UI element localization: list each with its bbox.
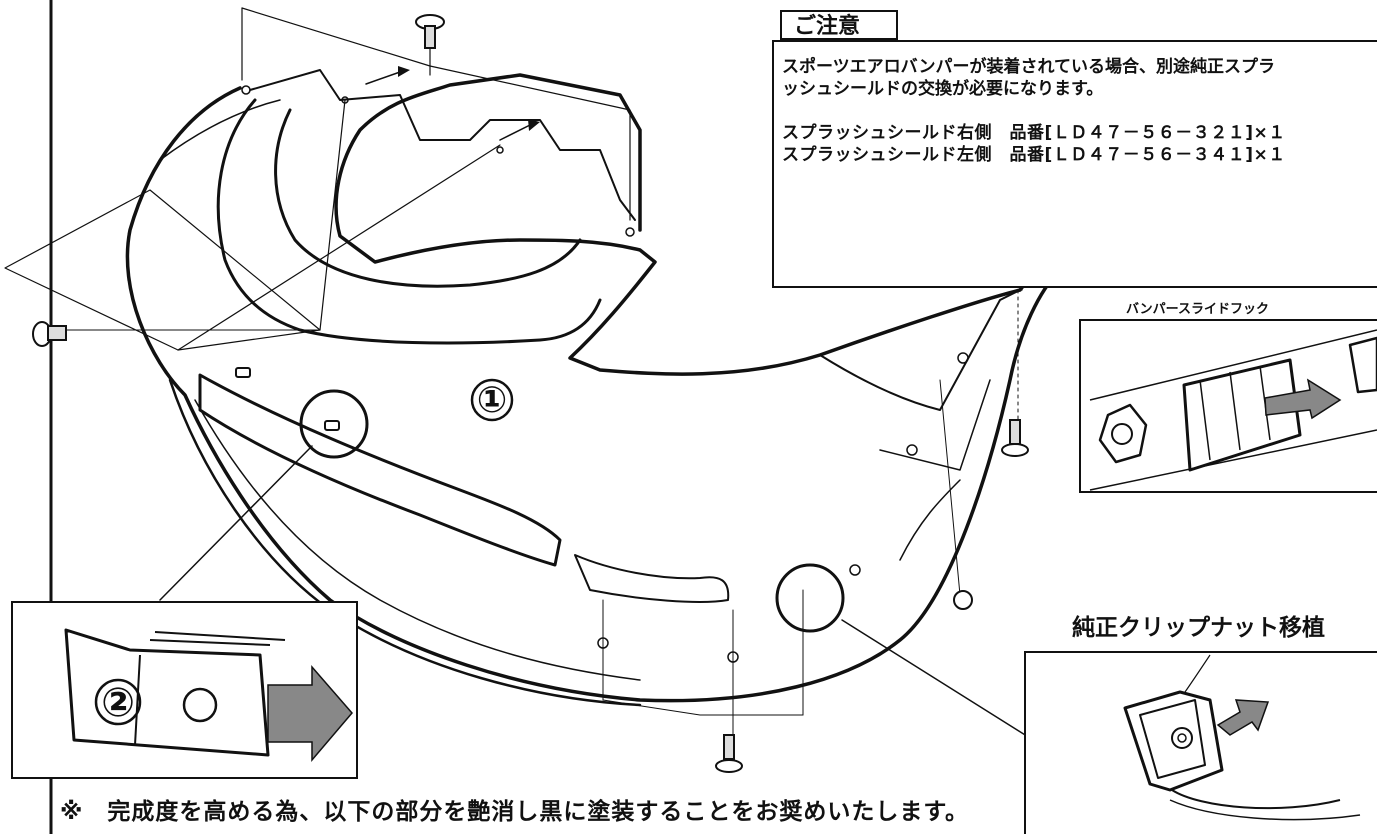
mount-hole	[235, 367, 251, 378]
leader-line-clip	[841, 619, 1031, 739]
slide-hook-drawing	[1089, 329, 1377, 491]
upper-opening-edge	[216, 98, 602, 345]
bumper-outline	[125, 73, 1062, 703]
callout-1-label: ①	[477, 380, 507, 421]
fastener-screw-bottom	[715, 734, 743, 773]
insert-bracket	[64, 628, 286, 757]
part-row-right: スプラッシュシールド右側 品番[ＬＤ４７－５６－３２１]×１	[782, 123, 1286, 143]
fastener-screw-top	[415, 14, 445, 49]
notice-title: ご注意	[780, 10, 898, 40]
clip-nut-drawing	[1123, 654, 1361, 821]
detail-circle-hole	[299, 389, 369, 459]
notice-text-line-2: ッシュシールドの交換が必要になります。	[782, 79, 1104, 99]
top-reference-plane	[241, 7, 631, 221]
callout-1	[470, 378, 514, 422]
clip-nut-arrow	[1216, 699, 1270, 736]
slide-hook-arrow	[1264, 378, 1342, 420]
callout-2	[94, 678, 142, 726]
leader-line-insert	[159, 445, 313, 601]
clip-nut-title: 純正クリップナット移植	[1072, 615, 1325, 641]
inset-frame-slide-hook	[1079, 319, 1377, 493]
fastener-screw-right	[1001, 419, 1029, 457]
slide-hook-label: バンパースライドフック	[1126, 302, 1270, 317]
mount-hole-circled	[324, 420, 340, 431]
fastener-clip-left	[32, 321, 67, 347]
fastener-clip-right	[953, 590, 973, 610]
part-row-left: スプラッシュシールド左側 品番[ＬＤ４７－５６－３４１]×１	[782, 145, 1286, 165]
parts-list: スプラッシュシールド右側 品番[ＬＤ４７－５６－３２１]×１ スプラッシュシール…	[782, 122, 1377, 166]
notice-text-line-1: スポーツエアロバンパーが装着されている場合、別途純正スプラ	[782, 57, 1275, 77]
detail-circle-clip	[775, 563, 845, 633]
side-panel	[819, 289, 1021, 411]
callout-2-label: ②	[101, 680, 135, 726]
grille-top-edge	[249, 69, 636, 221]
footnote: ※ 完成度を高める為、以下の部分を艶消し黒に塗装することをお奨めいたします。	[60, 799, 970, 825]
insert-arrow	[267, 664, 353, 763]
notice-box: スポーツエアロバンパーが装着されている場合、別途純正スプラ ッシュシールドの交換…	[772, 40, 1377, 288]
